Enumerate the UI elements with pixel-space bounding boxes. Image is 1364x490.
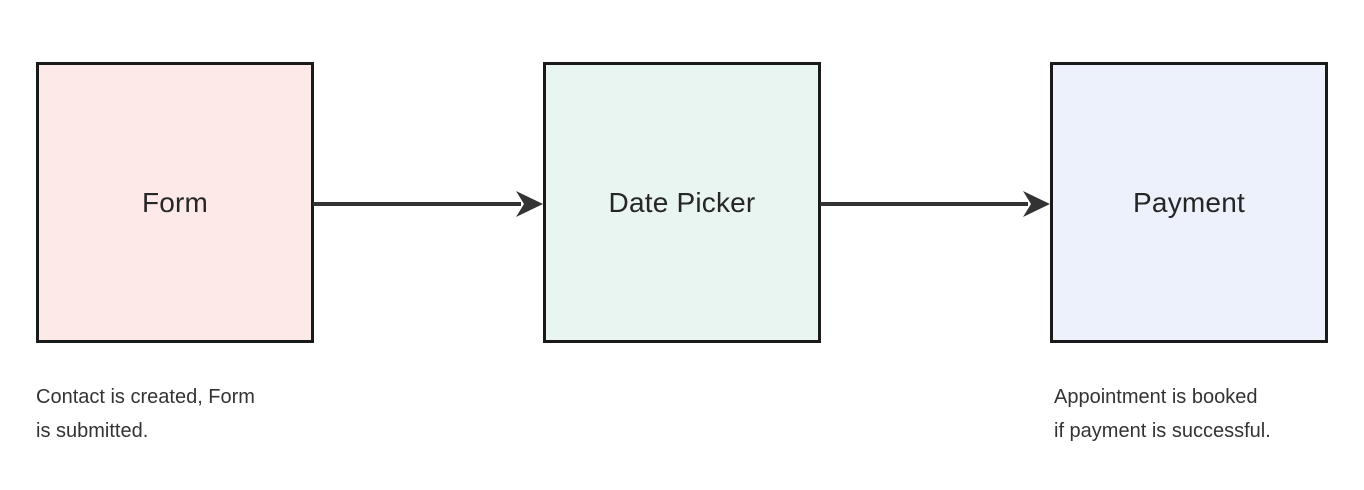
- caption-form: Contact is created, Form is submitted.: [36, 380, 356, 448]
- node-date-picker[interactable]: Date Picker: [543, 62, 821, 343]
- edge-form-to-date-picker-arrow: [313, 191, 543, 217]
- edge-date-picker-to-payment-arrow: [820, 191, 1050, 217]
- node-form[interactable]: Form: [36, 62, 314, 343]
- node-payment-label: Payment: [1133, 186, 1245, 218]
- node-form-label: Form: [141, 186, 209, 218]
- caption-line: Appointment is booked: [1054, 386, 1258, 408]
- caption-payment: Appointment is booked if payment is succ…: [1054, 380, 1364, 448]
- caption-line: is submitted.: [36, 420, 149, 442]
- node-date-picker-label: Date Picker: [608, 186, 756, 218]
- caption-line: if payment is successful.: [1054, 420, 1271, 442]
- caption-line: Contact is created, Form: [36, 386, 255, 408]
- node-payment[interactable]: Payment: [1050, 62, 1328, 343]
